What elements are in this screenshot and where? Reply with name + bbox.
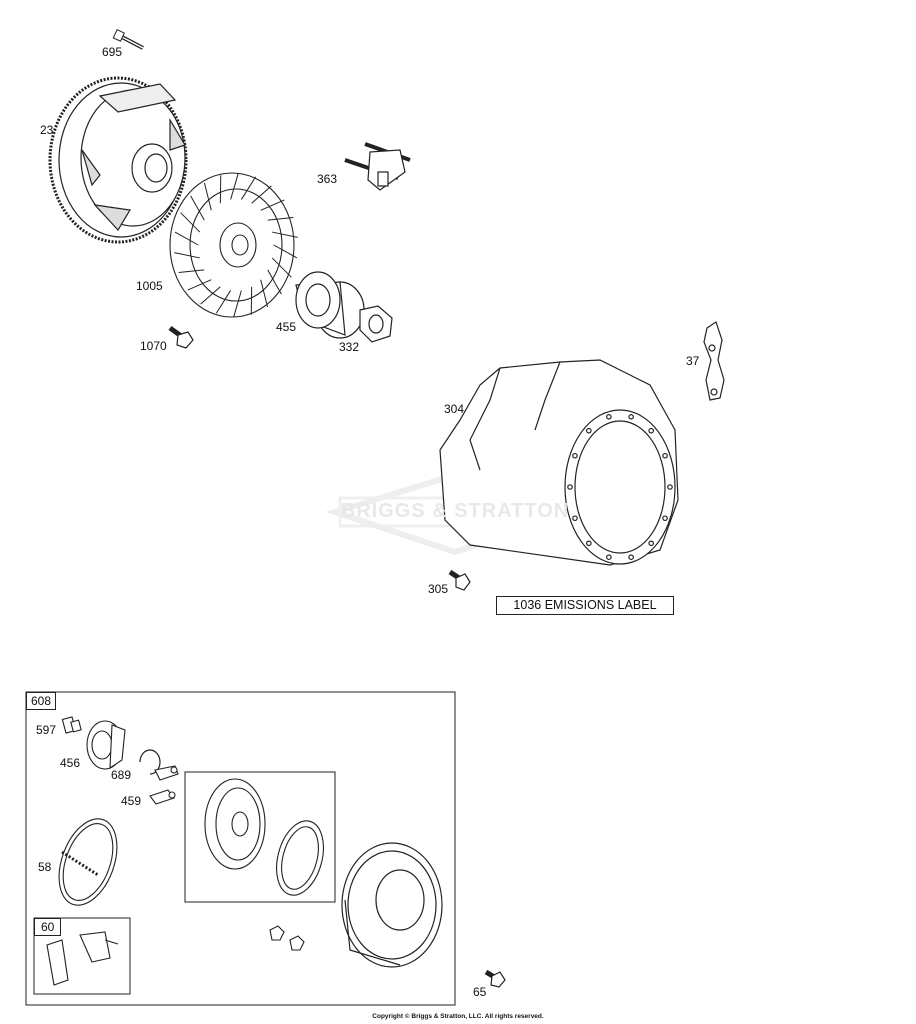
housing-bolt-hole (572, 515, 578, 522)
part-455-starter-cup (295, 271, 365, 339)
callout-456[interactable]: 456 (60, 756, 81, 770)
housing-bolt-hole (628, 554, 634, 560)
callout-304[interactable]: 304 (444, 402, 465, 416)
fan-blade (271, 257, 292, 278)
part-304-blower-housing (439, 359, 679, 566)
callout-60[interactable]: 60 (34, 918, 62, 936)
callout-363[interactable]: 363 (317, 172, 338, 186)
fan-blade (178, 269, 205, 273)
watermark-text: BRIGGS & STRATTON (340, 500, 570, 522)
fan-blade (251, 185, 272, 204)
part-597-screw (61, 716, 82, 734)
fan-blade (180, 212, 201, 233)
housing-bolt-hole (662, 452, 668, 459)
housing-bolt-hole (628, 414, 634, 420)
fan-blade (174, 252, 200, 259)
callout-608[interactable]: 608 (26, 692, 57, 710)
fan-blade (200, 286, 221, 305)
callout-455[interactable]: 455 (276, 320, 297, 334)
callout-1070[interactable]: 1070 (140, 339, 167, 353)
housing-bolt-hole (606, 414, 612, 420)
fan-blade (273, 244, 298, 259)
part-23-flywheel (48, 76, 188, 244)
fan-blade (190, 195, 205, 221)
housing-bolt-hole (567, 484, 573, 490)
fan-blade (267, 269, 282, 295)
callout-1005[interactable]: 1005 (136, 279, 163, 293)
callout-459[interactable]: 459 (121, 794, 142, 808)
housing-bolt-hole (606, 554, 612, 560)
housing-bolt-hole (648, 427, 654, 434)
part-65-screw (484, 969, 506, 988)
housing-bolt-hole (648, 540, 654, 547)
housing-bolt-hole (667, 484, 673, 490)
part-starter-screws (269, 925, 305, 951)
copyright-notice: Copyright © Briggs & Stratton, LLC. All … (372, 1013, 544, 1020)
emissions-label-callout[interactable]: 1036 EMISSIONS LABEL (496, 596, 674, 615)
housing-bolt-hole (662, 515, 668, 522)
callout-305[interactable]: 305 (428, 582, 449, 596)
part-pulley (204, 778, 266, 870)
fan-blade (215, 290, 232, 314)
pulley-subassembly-box (184, 771, 336, 903)
callout-37[interactable]: 37 (686, 354, 700, 368)
part-starter-housing (341, 842, 443, 968)
part-305-screw (448, 569, 471, 591)
callout-332[interactable]: 332 (339, 340, 360, 354)
fan-blade (187, 279, 212, 291)
callout-58[interactable]: 58 (38, 860, 52, 874)
part-starter-rope (276, 820, 324, 896)
callout-689[interactable]: 689 (111, 768, 132, 782)
part-456-ratchet (86, 720, 126, 770)
callout-65[interactable]: 65 (473, 985, 487, 999)
housing-bolt-hole (572, 452, 578, 459)
fan-blade (230, 172, 239, 200)
fan-blade (267, 217, 294, 221)
part-332-flywheel-nut (359, 305, 393, 343)
part-58-rewind-spring (58, 818, 118, 906)
fan-blade (260, 279, 269, 308)
group-608-rewind-starter-box (25, 691, 456, 1006)
callout-23[interactable]: 23 (40, 123, 54, 137)
part-1070-screw (168, 325, 194, 349)
part-1005-cooling-fan (169, 172, 298, 318)
fan-blade (233, 290, 242, 318)
group-60-handle-box (33, 917, 131, 995)
part-459-pawls (149, 765, 179, 805)
fan-blade (272, 231, 298, 238)
fan-blade (203, 182, 212, 211)
fan-blade (260, 199, 285, 211)
part-695-bolt (112, 29, 144, 50)
part-363-armature-bracket (344, 142, 411, 191)
housing-bolt-hole (586, 427, 592, 434)
fan-blade (174, 231, 199, 246)
fan-blade (240, 176, 257, 200)
callout-695[interactable]: 695 (102, 45, 123, 59)
part-37-bracket (703, 321, 725, 401)
callout-597[interactable]: 597 (36, 723, 57, 737)
part-60-starter-handle (46, 931, 119, 986)
housing-bolt-hole (586, 540, 592, 547)
